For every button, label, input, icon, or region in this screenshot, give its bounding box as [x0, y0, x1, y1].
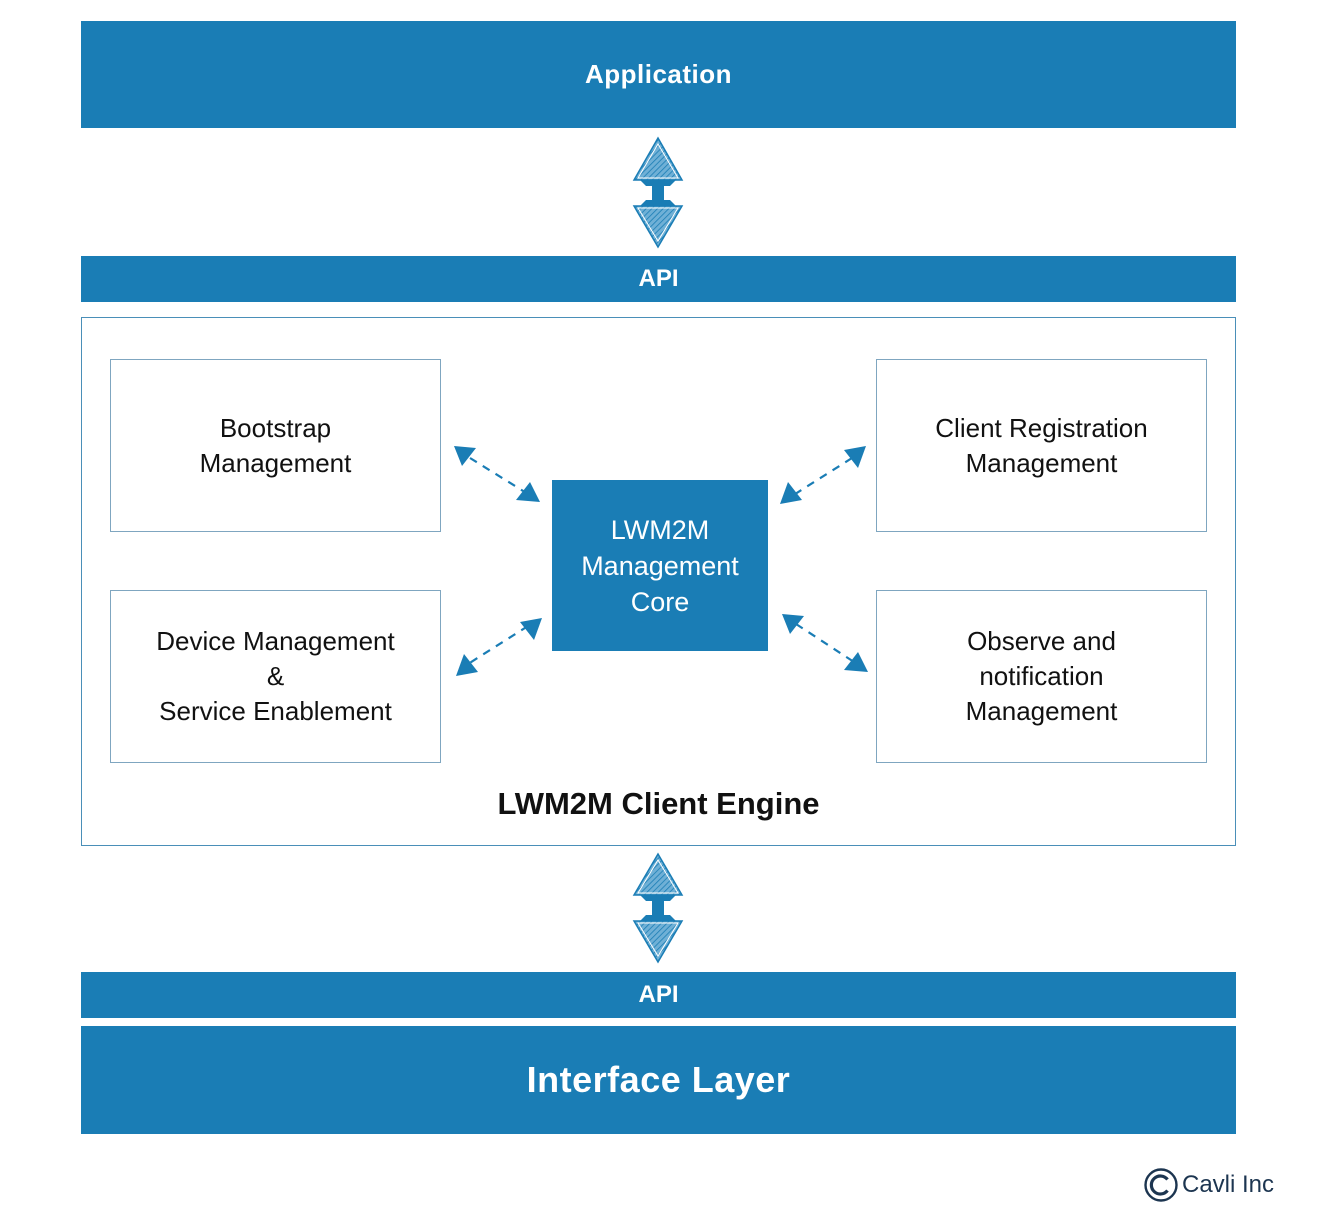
core-text-line: LWM2M: [610, 514, 710, 545]
interface-layer: Interface Layer: [81, 1026, 1236, 1134]
box-text-line: notification: [979, 661, 1104, 691]
application-layer: Application: [81, 21, 1236, 128]
interface-label: Interface Layer: [526, 1059, 791, 1100]
bidirectional-arrow-icon-bottom: [632, 852, 684, 964]
lwm2m-client-engine: Bootstrap Management Client Registration…: [81, 317, 1236, 846]
core-text-line: Core: [630, 586, 690, 617]
copyright-icon: [1144, 1168, 1178, 1202]
box-text-line: Observe and: [967, 626, 1116, 656]
bootstrap-management-box: Bootstrap Management: [110, 359, 441, 532]
device-management-box: Device Management & Service Enablement: [110, 590, 441, 763]
application-label: Application: [584, 59, 733, 89]
box-text-line: Bootstrap: [219, 412, 332, 443]
client-registration-management-box: Client Registration Management: [876, 359, 1207, 532]
observe-notification-management-box: Observe and notification Management: [876, 590, 1207, 763]
copyright-notice: Cavli Inc: [1144, 1168, 1274, 1202]
api-bottom-label: API: [638, 981, 679, 1008]
copyright-text: Cavli Inc: [1182, 1171, 1275, 1198]
api-layer-top: API: [81, 256, 1236, 302]
box-text-line: Device Management: [156, 626, 395, 656]
engine-title: LWM2M Client Engine: [497, 786, 820, 821]
box-text-line: Service Enablement: [159, 696, 392, 726]
box-text-line: Client Registration: [935, 412, 1148, 443]
core-text-line: Management: [581, 550, 739, 581]
box-text-line: Management: [199, 447, 352, 478]
box-text-line: &: [266, 661, 285, 691]
api-layer-bottom: API: [81, 972, 1236, 1018]
bidirectional-arrow-icon-top: [632, 136, 684, 249]
box-text-line: Management: [965, 447, 1118, 478]
api-top-label: API: [638, 265, 679, 292]
lwm2m-management-core: LWM2M Management Core: [552, 480, 768, 651]
box-text-line: Management: [965, 696, 1118, 726]
